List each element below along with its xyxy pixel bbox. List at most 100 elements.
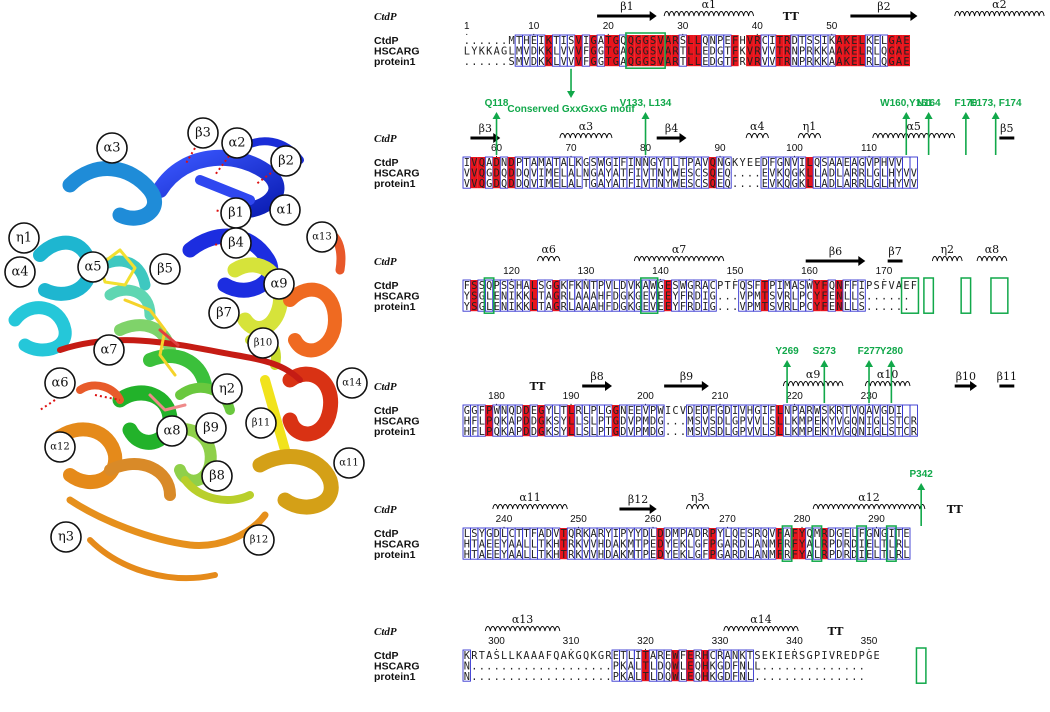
residue: I	[509, 290, 515, 302]
residue: L	[531, 538, 537, 550]
residue: Q	[807, 528, 813, 540]
ruler-tick: .	[719, 397, 722, 408]
residue: T	[605, 426, 611, 438]
residue: K	[814, 56, 821, 68]
residue: .	[583, 671, 589, 683]
residue: L	[747, 549, 753, 561]
svg-text:β4: β4	[228, 236, 244, 251]
conserved-column	[649, 35, 657, 67]
residue: G	[546, 280, 552, 292]
residue: N	[836, 301, 842, 313]
residue: D	[695, 301, 701, 313]
residue: .	[494, 56, 500, 68]
conserved-column	[507, 157, 516, 189]
residue: F	[605, 301, 611, 313]
residue: .	[531, 660, 537, 672]
residue: P	[799, 301, 805, 313]
ruler-number: 100	[786, 143, 803, 154]
highlight-box	[915, 647, 927, 684]
beta-strand-arrowhead	[858, 256, 866, 266]
residue: F	[464, 280, 470, 292]
structure-label-a11: α11	[333, 447, 365, 479]
residue: M	[516, 45, 522, 57]
residue: F	[710, 405, 716, 417]
residue: L	[576, 426, 582, 438]
residue: Y	[665, 538, 672, 550]
residue: V	[769, 45, 775, 57]
residue: L	[874, 538, 880, 550]
ss-element: α11	[492, 491, 568, 510]
residue: R	[702, 528, 709, 540]
residue: .	[576, 660, 582, 672]
residue: Y	[464, 290, 471, 302]
conserved-column	[731, 35, 739, 67]
sequence-name: CtdP	[374, 280, 399, 292]
residue: G	[710, 301, 716, 313]
sequence-name: CtdP	[374, 650, 399, 662]
ss-label: β5	[1000, 122, 1013, 135]
residue: P	[598, 426, 604, 438]
residue: P	[829, 538, 835, 550]
residue: Y	[605, 528, 612, 540]
residue: C	[672, 405, 678, 417]
residue: D	[710, 45, 716, 57]
residue: I	[859, 538, 865, 550]
residue: K	[516, 301, 523, 313]
residue: A	[807, 538, 814, 550]
alignment-block: CtdPβ3α3β4α4η1α5β560.70.80.90.100.110.Ct…	[374, 98, 1022, 190]
residue: P	[814, 650, 820, 662]
residue: K	[680, 549, 687, 561]
residue: H	[553, 538, 559, 550]
residue: R	[807, 56, 814, 68]
residue: G	[464, 405, 470, 417]
residue: P	[590, 405, 596, 417]
residue: V	[590, 538, 596, 550]
residue: T	[471, 549, 477, 561]
residue: Q	[851, 426, 857, 438]
ruler-number: 160	[801, 266, 818, 277]
residue: .	[814, 671, 820, 683]
conserved-column	[775, 528, 784, 560]
similar-column	[522, 279, 531, 312]
conserved-column	[850, 35, 858, 67]
residue: V	[911, 167, 917, 179]
conserved-column	[805, 157, 814, 189]
ruler-tick: .	[681, 27, 684, 38]
residue: F	[769, 157, 775, 169]
residue: P	[874, 157, 880, 169]
svg-text:α6: α6	[51, 376, 68, 391]
conserved-column	[664, 280, 672, 312]
residue: G	[590, 56, 596, 68]
residue: A	[620, 45, 627, 57]
ss-label: β3	[479, 122, 492, 135]
residue: V	[643, 178, 649, 190]
residue: V	[888, 157, 894, 169]
residue: N	[792, 45, 798, 57]
residue: K	[821, 426, 828, 438]
ss-label: α6	[541, 243, 555, 256]
residue: C	[710, 280, 716, 292]
residue: E	[635, 405, 641, 417]
residue: A	[844, 167, 851, 179]
ruler-tick: .	[644, 642, 647, 653]
sequence-name: protein1	[374, 426, 416, 438]
similar-column	[902, 527, 911, 560]
residue: N	[836, 280, 842, 292]
residue: G	[754, 405, 760, 417]
residue: R	[821, 528, 828, 540]
residue: T	[762, 280, 768, 292]
svg-text:β10: β10	[254, 338, 273, 349]
residue: F	[732, 671, 738, 683]
residue: V	[747, 56, 753, 68]
residue: K	[821, 56, 828, 68]
residue: G	[598, 650, 604, 662]
residue: F	[777, 538, 783, 550]
residue: M	[628, 538, 634, 550]
residue: V	[531, 178, 537, 190]
residue: T	[516, 35, 522, 47]
residue: L	[635, 660, 641, 672]
residue: P	[799, 290, 805, 302]
residue: Q	[762, 528, 768, 540]
residue: E	[829, 290, 835, 302]
residue: .	[546, 671, 552, 683]
